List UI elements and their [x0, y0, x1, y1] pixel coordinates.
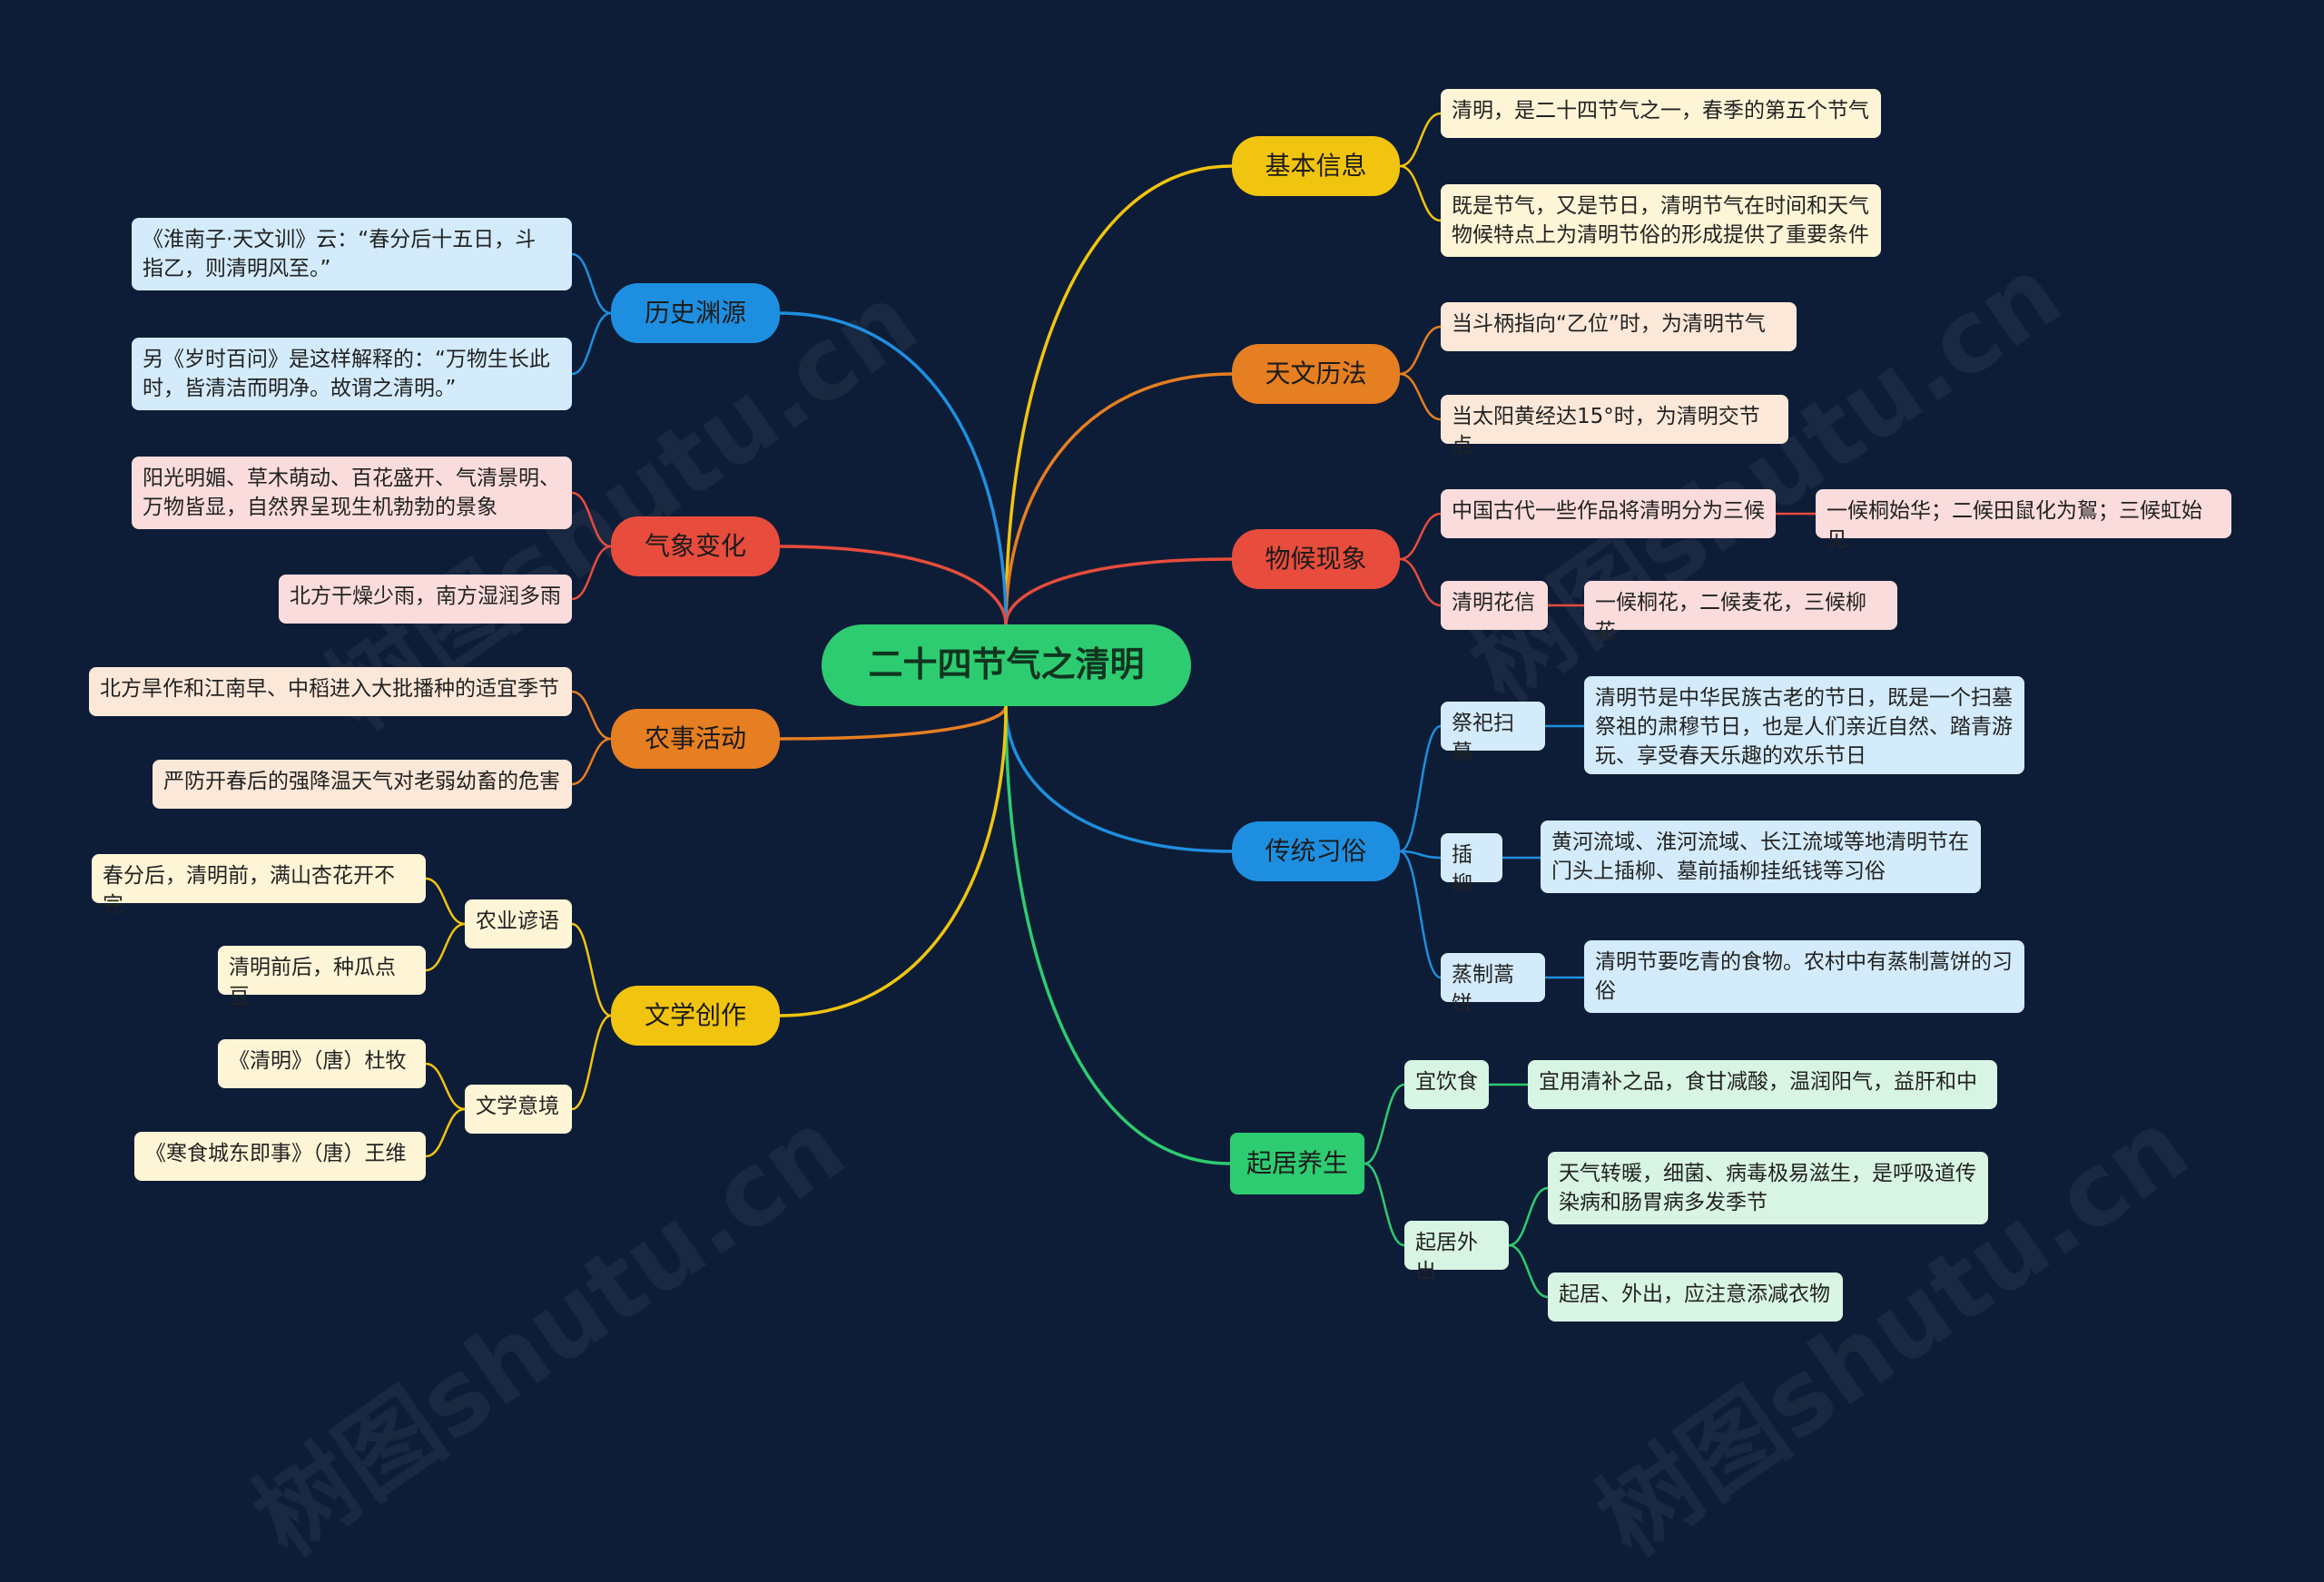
- link-health-detail-3: [1508, 1243, 1549, 1299]
- phenology-item-three-hou[interactable]: 中国古代一些作品将清明分为三候: [1441, 489, 1776, 538]
- literature-detail-proverb-2[interactable]: 清明前后，种瓜点豆: [218, 946, 426, 1008]
- health-item-daily-life[interactable]: 起居外出: [1404, 1221, 1509, 1283]
- customs-detail-tomb-sweeping[interactable]: 清明节是中华民族古老的节日，既是一个扫墓 祭祖的肃穆节日，也是人们亲近自然、踏青…: [1584, 676, 2024, 774]
- link-center-literature: [779, 705, 1008, 1017]
- link-proverb-2: [425, 922, 466, 972]
- branch-basic-info[interactable]: 基本信息: [1232, 136, 1400, 196]
- leaf-history-1[interactable]: 《淮南子·天文训》云：“春分后十五日，斗 指乙，则清明风至。”: [132, 218, 572, 290]
- phenology-detail-three-hou[interactable]: 一候桐始华；二候田鼠化为鴽；三候虹始见: [1816, 489, 2231, 552]
- link-customs-1: [1399, 724, 1442, 853]
- link-astronomy-2: [1399, 372, 1442, 421]
- leaf-astronomy-1[interactable]: 当斗柄指向“乙位”时，为清明节气: [1441, 302, 1797, 351]
- branch-phenology[interactable]: 物候现象: [1232, 529, 1400, 589]
- branch-history[interactable]: 历史渊源: [611, 283, 780, 343]
- link-phenology-1: [1399, 512, 1442, 561]
- literature-detail-poem-1[interactable]: 《清明》（唐）杜牧: [218, 1039, 426, 1088]
- link-customs-2: [1399, 850, 1442, 860]
- link-poem-1: [425, 1062, 466, 1111]
- mind-map-canvas: 树图shutu.cn 树图shutu.cn 树图shutu.cn 树图shutu…: [89, 89, 2231, 1577]
- branch-customs[interactable]: 传统习俗: [1232, 821, 1400, 881]
- central-topic[interactable]: 二十四节气之清明: [822, 624, 1191, 706]
- leaf-astronomy-2[interactable]: 当太阳黄经达15°时，为清明交节点: [1441, 395, 1788, 457]
- link-weather-2: [571, 545, 612, 601]
- link-center-weather: [779, 545, 1008, 625]
- link-weather-1: [571, 491, 612, 548]
- literature-item-artistic-mood[interactable]: 文学意境: [465, 1085, 572, 1134]
- link-literature-2: [571, 1014, 612, 1111]
- phenology-item-flower-signs[interactable]: 清明花信: [1441, 581, 1548, 630]
- customs-item-tomb-sweeping[interactable]: 祭祀扫墓: [1441, 702, 1545, 764]
- leaf-basic-info-1[interactable]: 清明，是二十四节气之一，春季的第五个节气: [1441, 89, 1881, 138]
- link-center-farming: [779, 705, 1008, 741]
- link-health-detail-2: [1508, 1186, 1549, 1247]
- link-center-customs: [1004, 705, 1233, 853]
- literature-item-proverbs[interactable]: 农业谚语: [465, 899, 572, 948]
- link-center-basic: [1004, 164, 1233, 625]
- leaf-farming-1[interactable]: 北方旱作和江南早、中稻进入大批播种的适宜季节: [89, 667, 572, 716]
- health-detail-daily-life-1[interactable]: 天气转暖，细菌、病毒极易滋生，是呼吸道传 染病和肠胃病多发季节: [1548, 1152, 1988, 1224]
- branch-farming[interactable]: 农事活动: [611, 709, 780, 769]
- customs-detail-steamed-cake[interactable]: 清明节要吃青的食物。农村中有蒸制蒿饼的习 俗: [1584, 940, 2024, 1013]
- link-history-2: [571, 311, 612, 376]
- link-farming-1: [571, 690, 612, 741]
- link-astronomy-1: [1399, 325, 1442, 376]
- link-phenology-2: [1399, 557, 1442, 607]
- leaf-basic-info-2[interactable]: 既是节气，又是节日，清明节气在时间和天气 物候特点上为清明节俗的形成提供了重要条…: [1441, 184, 1881, 257]
- customs-item-steamed-cake[interactable]: 蒸制蒿饼: [1441, 953, 1545, 1016]
- link-customs-3: [1399, 850, 1442, 979]
- health-detail-daily-life-2[interactable]: 起居、外出，应注意添减衣物: [1548, 1272, 1843, 1322]
- branch-literature[interactable]: 文学创作: [611, 986, 780, 1046]
- link-center-phenology: [1004, 557, 1233, 625]
- leaf-history-2[interactable]: 另《岁时百问》是这样解释的：“万物生长此 时，皆清洁而明净。故谓之清明。”: [132, 338, 572, 410]
- link-basic-1: [1399, 112, 1442, 168]
- link-health-2: [1364, 1162, 1405, 1247]
- phenology-detail-flower-signs[interactable]: 一候桐花，二候麦花，三候柳花: [1584, 581, 1897, 644]
- branch-health[interactable]: 起居养生: [1230, 1133, 1364, 1194]
- health-detail-diet[interactable]: 宜用清补之品，食甘减酸，温润阳气，益肝和中: [1528, 1060, 1997, 1109]
- link-literature-1: [571, 922, 612, 1017]
- link-farming-2: [571, 737, 612, 786]
- leaf-weather-2[interactable]: 北方干燥少雨，南方湿润多雨: [279, 575, 572, 624]
- link-center-health: [1004, 705, 1231, 1165]
- link-poem-2: [425, 1107, 466, 1158]
- literature-detail-poem-2[interactable]: 《寒食城东即事》（唐）王维: [134, 1132, 426, 1181]
- health-item-diet[interactable]: 宜饮食: [1404, 1060, 1489, 1109]
- link-basic-2: [1399, 164, 1442, 222]
- literature-detail-proverb-1[interactable]: 春分后，清明前，满山杏花开不完: [92, 854, 426, 917]
- link-history-1: [571, 252, 612, 315]
- link-center-astronomy: [1004, 372, 1233, 625]
- link-center-history: [779, 311, 1008, 625]
- customs-item-willow[interactable]: 插柳: [1441, 833, 1502, 896]
- link-proverb-1: [425, 877, 466, 926]
- leaf-farming-2[interactable]: 严防开春后的强降温天气对老弱幼畜的危害: [153, 760, 572, 809]
- connector-lines: [425, 112, 1816, 1299]
- customs-detail-willow[interactable]: 黄河流域、淮河流域、长江流域等地清明节在 门头上插柳、墓前插柳挂纸钱等习俗: [1541, 820, 1981, 893]
- branch-weather[interactable]: 气象变化: [611, 516, 780, 576]
- link-health-1: [1364, 1083, 1405, 1165]
- branch-astronomy[interactable]: 天文历法: [1232, 344, 1400, 404]
- leaf-weather-1[interactable]: 阳光明媚、草木萌动、百花盛开、气清景明、 万物皆显，自然界呈现生机勃勃的景象: [132, 457, 572, 529]
